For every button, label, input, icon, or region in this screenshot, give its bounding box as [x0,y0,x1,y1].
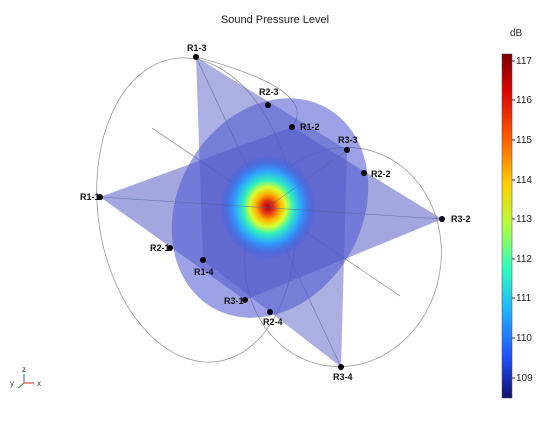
point-r3-2[interactable] [439,216,445,222]
colorbar-ticks: 117 116 115 114 113 112 111 110 109 [512,56,533,384]
label-r3-3: R3-3 [338,135,358,145]
point-r2-4[interactable] [267,309,273,315]
axis-z-label: z [22,365,26,374]
axis-triad: z x y [10,365,41,389]
label-r1-2: R1-2 [300,122,320,132]
label-r2-2: R2-2 [371,169,391,179]
label-r3-2: R3-2 [451,214,471,224]
label-r2-4: R2-4 [263,317,283,327]
tick-110: 110 [516,333,532,344]
label-r2-3: R2-3 [259,87,279,97]
point-r2-1[interactable] [167,245,173,251]
label-r2-1: R2-1 [150,243,170,253]
tick-113: 113 [516,214,532,225]
tick-117: 117 [516,56,532,67]
tick-111: 111 [516,293,532,304]
colorbar [501,53,513,399]
colorbar-unit: dB [510,28,523,39]
point-r1-3[interactable] [193,54,199,60]
plot-title: Sound Pressure Level [220,14,330,26]
tick-114: 114 [516,175,532,186]
receiver-points [97,54,445,370]
point-r2-3[interactable] [265,102,271,108]
tick-109: 109 [516,373,533,384]
point-r3-1[interactable] [242,297,248,303]
center-lines [99,149,443,220]
point-r1-2[interactable] [289,124,295,130]
point-r3-3[interactable] [344,147,350,153]
tick-115: 115 [516,135,532,146]
label-r1-1: R1-1 [80,192,100,202]
label-r1-3: R1-3 [187,43,207,53]
axis-x-label: x [37,379,41,388]
label-r3-4: R3-4 [333,372,353,382]
point-r3-4[interactable] [338,364,344,370]
label-r1-4: R1-4 [194,267,214,277]
point-r2-2[interactable] [361,170,367,176]
label-r3-1: R3-1 [224,296,244,306]
tick-112: 112 [516,254,532,265]
axis-y-label: y [10,379,14,388]
point-labels: R1-1 R1-2 R1-3 R1-4 R2-1 R2-2 R2-3 R2-4 … [80,43,471,382]
point-r1-1[interactable] [97,194,103,200]
tick-116: 116 [516,95,532,106]
point-r1-4[interactable] [200,257,206,263]
